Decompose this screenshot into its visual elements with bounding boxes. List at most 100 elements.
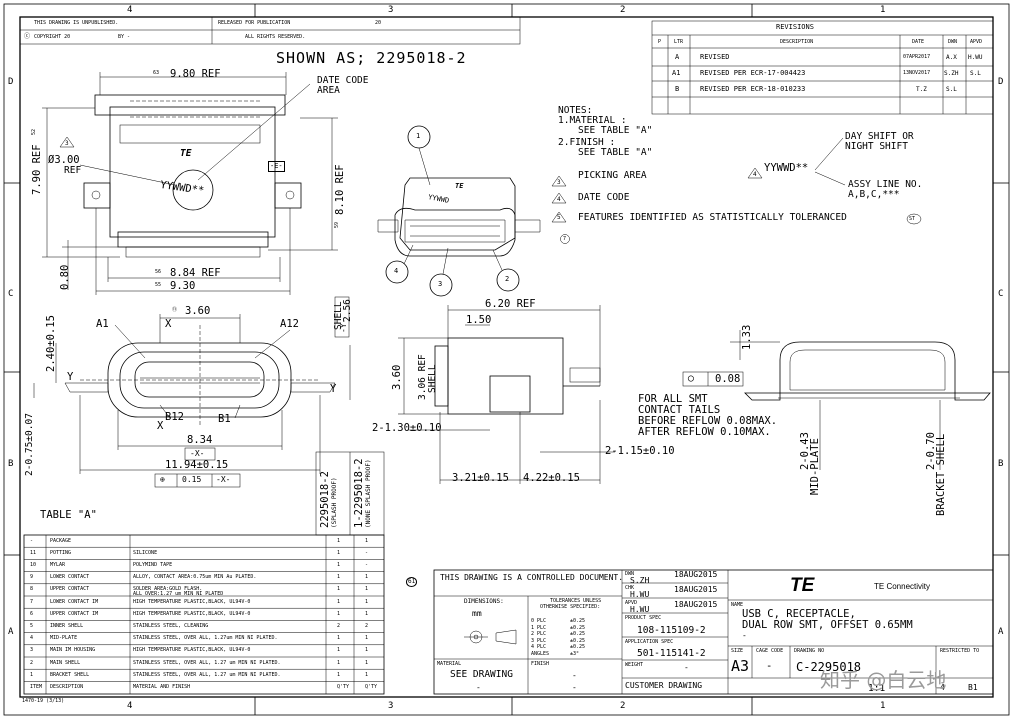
note-5: FEATURES IDENTIFIED AS STATISTICALLY TOL…: [578, 212, 847, 223]
table-a-cell: MID-PLATE: [50, 635, 78, 642]
assy-line-text: ASSY LINE NO.: [848, 179, 923, 190]
rights-text: ALL RIGHTS RESERVED.: [245, 34, 306, 40]
rev-a1-ltr: A1: [672, 69, 681, 77]
zone-row-c-right: C: [998, 289, 1004, 299]
table-a-cell: 1: [337, 537, 341, 544]
zone-col-3: 3: [388, 5, 394, 15]
dim-240: 2.40±0.15: [45, 315, 57, 372]
table-col-a-sub: (SPLASH PROOF): [331, 477, 338, 528]
material-dash: -: [476, 683, 481, 692]
table-a-cell: 1: [337, 574, 341, 581]
shell-label-side: SHELL: [427, 364, 438, 393]
note-2: 2.FINISH :: [558, 137, 616, 148]
table-a-cell: HIGH TEMPERATURE PLASTIC,BLACK, UL94V-0: [133, 610, 251, 617]
dim-321: 3.21±0.15: [452, 472, 509, 484]
night-shift-text: NIGHT SHIFT: [845, 141, 908, 152]
table-a-cell: 1: [365, 598, 369, 605]
dim-980-ref: 9.80 REF: [170, 68, 221, 80]
table-col-a: 2295018-2: [319, 471, 331, 528]
dwn-label: DWN: [625, 571, 635, 577]
part-name-2: DUAL ROW SMT, OFFSET 0.65MM: [742, 619, 913, 631]
watermark: 知乎 @白云地: [820, 668, 947, 692]
tolerance-cell: 1 PLC: [531, 624, 547, 631]
zone-row-c: C: [8, 289, 14, 299]
table-a-cell: 2: [337, 622, 341, 629]
apvd-name: H.WU: [630, 605, 650, 614]
name-label: NAME: [731, 602, 744, 608]
datecode-code: YYWWD**: [764, 162, 809, 174]
table-a-cell: INNER SHELL: [50, 622, 84, 629]
bracket-shell-label: BRACKET SHELL: [935, 433, 947, 516]
tolerance-cell: ±0.25: [570, 631, 586, 637]
tolerance-cell: ±3°: [570, 650, 580, 657]
tolerance-cell: ±0.25: [570, 644, 586, 650]
fcf-tolerance: 0.15: [182, 475, 202, 484]
dim-133: 1.33: [741, 324, 753, 350]
notes-title: NOTES:: [558, 105, 593, 116]
rev-a1-date: 13NOV2017: [903, 70, 931, 76]
restricted-label: RESTRICTED TO: [940, 648, 980, 654]
table-a-cell: MAIN SHELL: [50, 659, 81, 666]
zone-col-2-bottom: 2: [620, 701, 626, 711]
apvd-date: 18AUG2015: [674, 600, 718, 609]
fcf-datum: -X-: [216, 475, 231, 484]
table-a-cell: 8: [30, 586, 34, 593]
datum-y-box: -Y-: [339, 318, 348, 333]
table-a-cell: 1: [365, 610, 369, 617]
dim-834: 8.34: [187, 434, 213, 446]
size-label: SIZE: [731, 648, 744, 654]
rev-a1-dwn: S.ZH: [944, 70, 959, 77]
copyright-icon: ⓒ: [24, 33, 31, 40]
shown-as-label: SHOWN AS; 2295018-2: [276, 49, 467, 67]
otherwise-label: OTHERWISE SPECIFIED:: [540, 604, 601, 610]
table-a-cell: 1: [337, 561, 341, 568]
note-5-num: 5: [557, 214, 561, 221]
chk-date: 18AUG2015: [674, 585, 718, 594]
picking-num: 3: [65, 140, 69, 147]
drawing-no-value: C-2295018: [796, 660, 862, 674]
application-spec-value: 501-115141-2: [637, 648, 706, 659]
table-a-cell: 1: [337, 610, 341, 617]
table-a-cell: 2: [365, 622, 369, 629]
zone-col-1: 1: [880, 5, 886, 15]
smt-note-2: CONTACT TAILS: [638, 404, 721, 416]
rev-b-ltr: B: [675, 85, 680, 93]
rev-h-dwn: DWN: [948, 39, 958, 45]
table-a-title: TABLE "A": [40, 509, 97, 521]
zone-col-1-bottom: 1: [880, 701, 886, 711]
dim-130: 2-1.30±0.10: [372, 422, 442, 434]
table-a-cell: 1: [337, 635, 341, 642]
table-a-footer-cell: Q'TY: [337, 683, 350, 690]
dim-422: 4.22±0.15: [523, 472, 580, 484]
table-a-cell: 1: [337, 647, 341, 654]
table-a-cell: POTTING: [50, 549, 72, 556]
smt-note-4: AFTER REFLOW 0.10MAX.: [638, 426, 771, 438]
dim-075: 2-0.75±0.07: [24, 413, 35, 476]
note-1b: SEE TABLE "A": [578, 125, 653, 136]
table-a-cell: HIGH TEMPERATURE PLASTIC,BLACK, UL94V-0: [133, 647, 251, 654]
bubble-59: 59: [334, 221, 340, 228]
note-3: PICKING AREA: [578, 170, 647, 181]
table-a-cell: PACKAGE: [50, 537, 72, 544]
table-a-cell: 1: [337, 659, 341, 666]
dim-810-ref: 8.10 REF: [334, 164, 346, 215]
table-a-cell: MAIN IM HOUSING: [50, 647, 96, 654]
dim-080: 0.80: [59, 264, 71, 290]
bubble-front-a: ⑪: [172, 307, 178, 313]
material-value: SEE DRAWING: [450, 669, 513, 680]
table-a-cell: 1: [365, 647, 369, 654]
table-a-cell: UPPER CONTACT IM: [50, 610, 99, 617]
rev-a-dwn: A.X: [946, 54, 957, 61]
iso-bubble-4: 4: [394, 267, 399, 275]
mid-plate-label: MID-PLATE: [809, 438, 821, 495]
apvd-label: APVD: [625, 600, 638, 606]
rev-h-desc: DESCRIPTION: [780, 39, 814, 45]
note-2b: SEE TABLE "A": [578, 147, 653, 158]
mm-label: mm: [472, 609, 482, 618]
dia-ref: REF: [64, 165, 82, 176]
material-label: MATERIAL: [437, 661, 462, 667]
table-a-cell: 2: [30, 659, 34, 666]
table-a-cell: 1: [365, 635, 369, 642]
dia-300: Ø3.00: [48, 154, 80, 166]
